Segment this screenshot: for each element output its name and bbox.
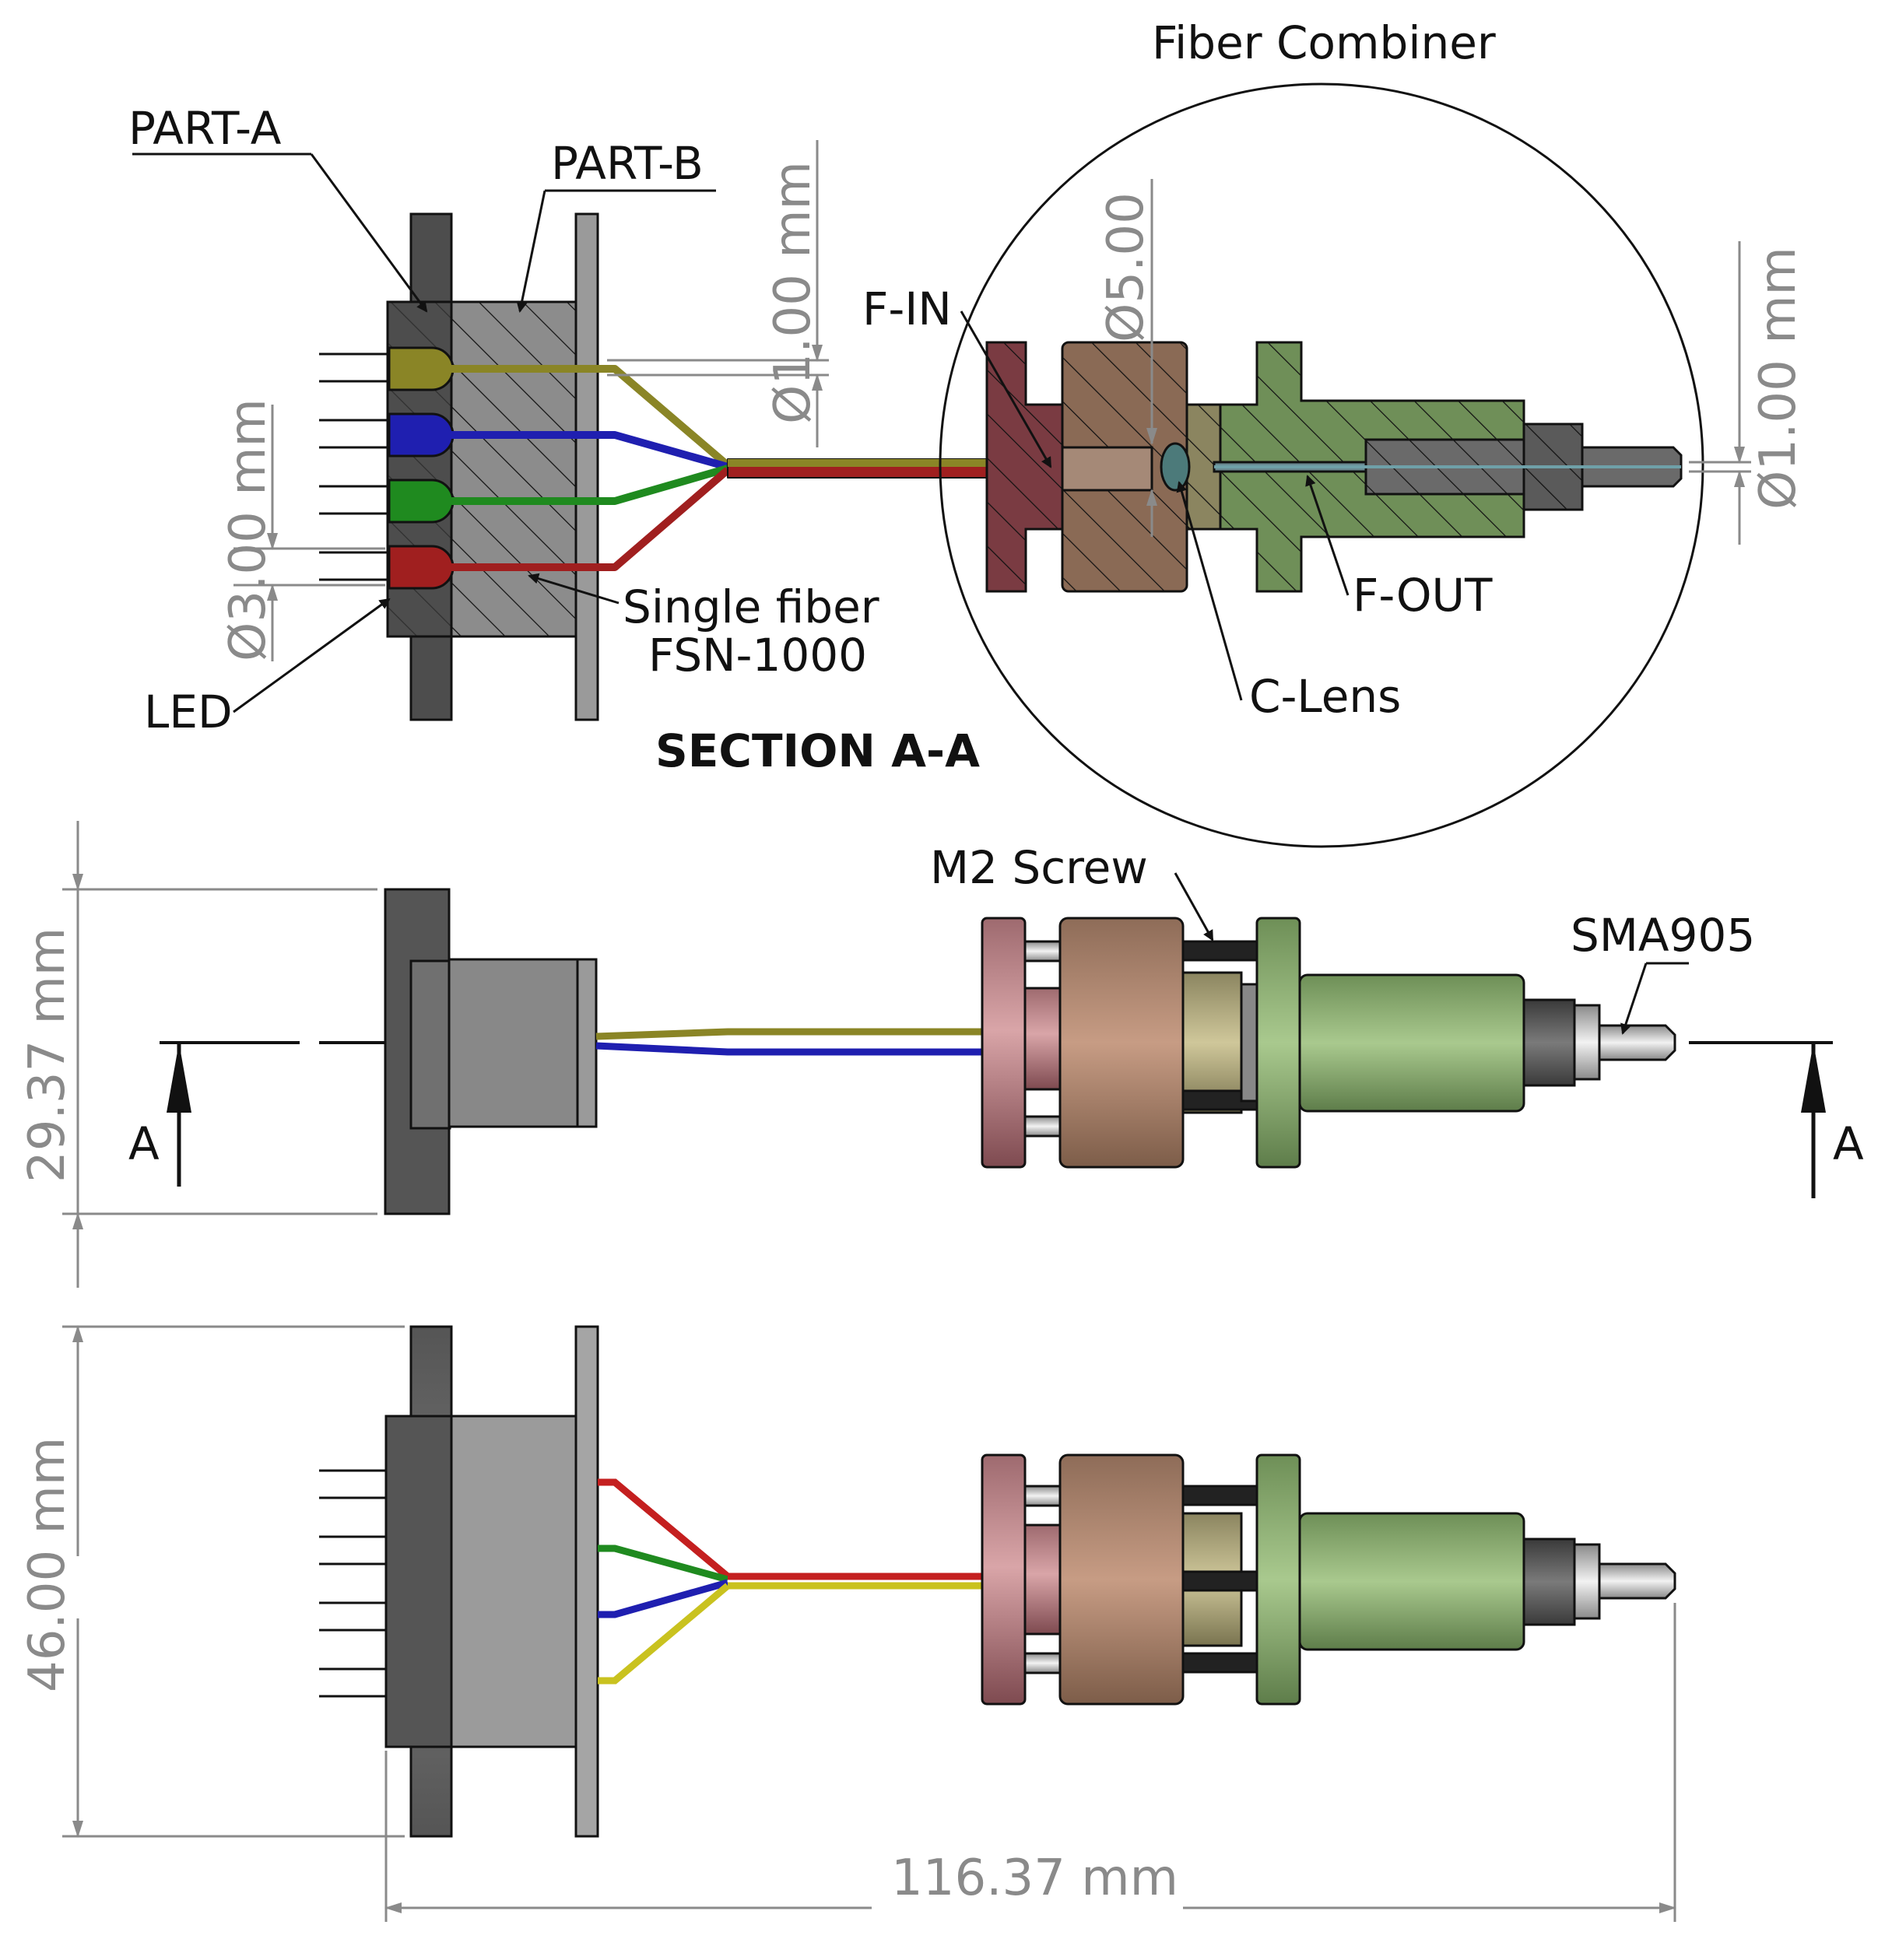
part-a-section [386,212,455,721]
dim-fiber-diameter-left: Ø1.00 mm [607,140,829,447]
dim-led-diameter: Ø3.00 mm [219,398,385,661]
dim-fiber-diameter-left-text: Ø1.00 mm [764,161,822,424]
fiber-combiner-detail-circle [939,82,1704,848]
dim-lens-diameter: Ø5.00 [1097,179,1157,537]
label-fiber-combiner: Fiber Combiner [1152,16,1496,69]
led-red [388,545,455,590]
label-part-a: PART-A [128,102,282,155]
dim-total-length: 116.37 mm [384,1603,1676,1922]
dim-height-side: 29.37 mm [19,821,377,1288]
led-yellow [388,346,455,391]
dim-fiber-diameter-right: Ø1.00 mm [1689,241,1807,545]
label-m2-screw: M2 Screw [930,841,1148,894]
part-b-section [450,212,599,721]
dim-height-top-text: 46.00 mm [19,1437,76,1692]
dim-height-top: 46.00 mm [19,1325,405,1838]
section-marker-left: A [128,1041,300,1187]
label-sma905: SMA905 [1571,909,1755,962]
label-led: LED [144,685,233,738]
section-marker-right-text: A [1833,1117,1864,1170]
dim-fiber-diameter-right-text: Ø1.00 mm [1750,247,1807,510]
label-section-a-a: SECTION A-A [655,724,980,777]
side-view: A A M2 Screw SMA905 29.37 mm [19,821,1864,1288]
callouts-section: Fiber Combiner PART-A PART-B LED Single … [128,16,1496,777]
dim-lens-diameter-text: Ø5.00 [1097,192,1155,342]
label-part-b: PART-B [551,137,704,190]
fiber-combiner-section [985,341,1683,593]
dim-total-length-text: 116.37 mm [891,1850,1178,1907]
fibers-top [598,1478,982,1685]
label-single-fiber-line2: FSN-1000 [648,629,867,682]
dim-height-side-text: 29.37 mm [19,927,76,1183]
led-blue [388,412,455,458]
led-pins [319,352,388,581]
dim-led-diameter-text: Ø3.00 mm [219,398,277,661]
led-pins-top [319,1469,386,1698]
section-marker-right: A [1689,1041,1864,1198]
led-green [388,479,455,524]
label-f-in: F-IN [862,282,952,335]
section-a-a-view: Ø1.00 mm Ø3.00 mm Ø5.00 Ø1.00 mm Fiber C… [128,16,1807,848]
label-c-lens: C-Lens [1249,670,1401,723]
label-single-fiber-line1: Single fiber [623,580,879,633]
label-f-out: F-OUT [1353,569,1493,622]
top-view: 46.00 mm 116.37 mm [19,1325,1676,1922]
section-marker-left-text: A [128,1117,160,1170]
